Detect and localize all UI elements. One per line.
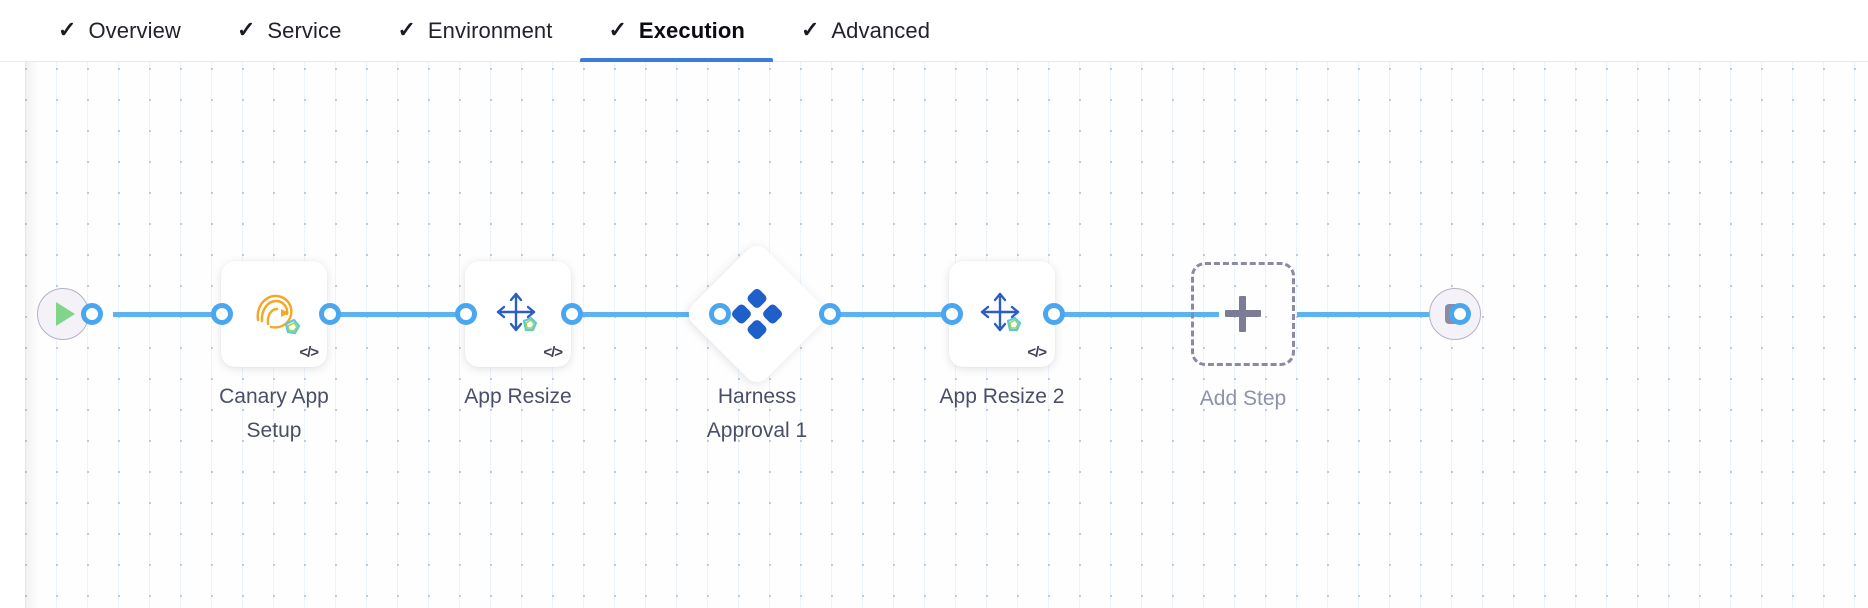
tab-overview[interactable]: ✓ Overview: [30, 0, 209, 62]
tab-label: Service: [267, 17, 342, 43]
step-label-app-resize-2: App Resize 2: [939, 385, 1065, 408]
step-label-harness-approval-1: Harness Approval 1: [706, 385, 808, 443]
port-approval-out[interactable]: [819, 303, 841, 325]
tab-label: Environment: [427, 17, 553, 43]
connector-resize2-to-addstep[interactable]: [1049, 312, 1219, 317]
step-node-canary-app-setup[interactable]: </>: [221, 261, 327, 367]
step-label-app-resize: App Resize: [464, 385, 572, 408]
add-step-label: Add Step: [1199, 387, 1287, 410]
code-yaml-icon[interactable]: </>: [1027, 344, 1047, 361]
check-icon: ✓: [608, 16, 627, 42]
check-icon: ✓: [800, 16, 820, 42]
harness-logo-icon: [731, 288, 783, 340]
connector-canary-to-resize[interactable]: [325, 312, 485, 317]
port-resize2-in[interactable]: [941, 303, 963, 325]
step-label-canary-app-setup: Canary App Setup: [219, 385, 329, 443]
tab-service[interactable]: ✓ Service: [209, 0, 370, 62]
tab-label: Overview: [88, 17, 181, 43]
port-resize2-out[interactable]: [1043, 303, 1065, 325]
port-approval-in[interactable]: [709, 303, 731, 325]
resize-arrows-icon: [949, 285, 1055, 343]
resize-arrows-icon: [465, 285, 571, 343]
connector-addstep-to-end[interactable]: [1297, 312, 1457, 317]
tab-execution[interactable]: ✓ Execution: [580, 0, 774, 62]
wizard-tab-bar: ✓ Overview ✓ Service ✓ Environment ✓ Exe…: [0, 0, 1868, 62]
pipeline-canvas[interactable]: </> Canary App Setup: [25, 62, 1868, 608]
port-canary-in[interactable]: [211, 303, 233, 325]
execution-flow: </> Canary App Setup: [25, 62, 1868, 608]
code-yaml-icon[interactable]: </>: [543, 344, 563, 361]
check-icon: ✓: [58, 16, 77, 42]
port-canary-out[interactable]: [319, 303, 341, 325]
tanzu-app-icon: [221, 286, 327, 342]
plus-icon: [1225, 296, 1261, 332]
check-icon: ✓: [236, 16, 256, 42]
step-node-app-resize-2[interactable]: </>: [949, 261, 1055, 367]
port-end-in[interactable]: [1449, 303, 1471, 325]
check-icon: ✓: [397, 16, 416, 42]
port-start-out[interactable]: [81, 303, 103, 325]
connector-start-to-canary[interactable]: [113, 312, 273, 317]
play-icon: [56, 302, 75, 326]
tab-label: Advanced: [831, 17, 931, 43]
connector-approval-to-resize2[interactable]: [825, 312, 977, 317]
tab-environment[interactable]: ✓ Environment: [369, 0, 580, 62]
step-node-app-resize[interactable]: </>: [465, 261, 571, 367]
code-yaml-icon[interactable]: </>: [299, 344, 319, 361]
tab-label: Execution: [638, 17, 745, 43]
port-resize-out[interactable]: [561, 303, 583, 325]
add-step-button[interactable]: [1191, 262, 1295, 366]
tab-advanced[interactable]: ✓ Advanced: [773, 0, 958, 62]
port-resize-in[interactable]: [455, 303, 477, 325]
connector-resize-to-approval[interactable]: [567, 312, 719, 317]
